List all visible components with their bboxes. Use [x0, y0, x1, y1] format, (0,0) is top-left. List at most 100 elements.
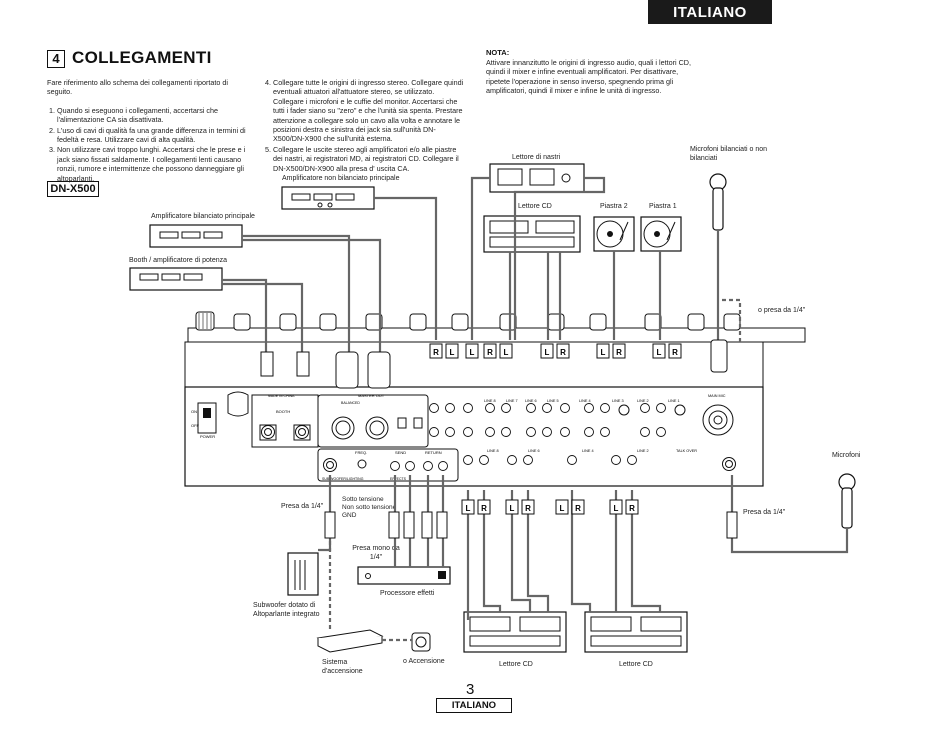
marker-r-4: R [616, 348, 622, 357]
instruction-1: Quando si eseguono i collegamenti, accer… [57, 106, 249, 125]
panel-line7: LINE 7 [506, 399, 518, 403]
intro-text: Fare riferimento allo schema dei collega… [47, 78, 249, 184]
marker-r-3: R [560, 348, 566, 357]
panel-sub: SUB WOOFER/LIGHTING [322, 477, 364, 481]
label-cd-bottom-right: Lettore CD [619, 661, 653, 668]
panel-line6-bottom: LINE 6 [528, 449, 540, 453]
marker-l-7: L [466, 504, 471, 513]
panel-booth: BOOTH [276, 409, 290, 414]
marker-l-2: L [470, 348, 475, 357]
label-unbalanced-amp: Amplificatore non bilanciato principale [282, 175, 400, 182]
label-cd-top: Lettore CD [518, 203, 552, 210]
label-gnd: GND [342, 512, 357, 519]
label-jack-left: Presa da 1/4" [281, 503, 324, 510]
section-title: COLLEGAMENTI [72, 48, 212, 67]
panel-return: RETURN [425, 450, 442, 455]
panel-line1: LINE 1 [668, 399, 680, 403]
label-booth-amp: Booth / amplificatore di potenza [129, 257, 228, 264]
panel-line6-top: LINE 6 [525, 399, 537, 403]
cd-player-bottom-left [463, 611, 567, 653]
microphone-right [838, 473, 856, 529]
marker-l-10: L [614, 504, 619, 513]
panel-made-in: MADE IN CHINA [268, 394, 295, 398]
marker-r-1: R [433, 348, 439, 357]
panel-line3: LINE 3 [612, 399, 624, 403]
label-or-jack: o presa da 1/4" [758, 307, 806, 314]
microphone-top [709, 173, 727, 231]
marker-r-2: R [487, 348, 493, 357]
rl-markers: R L L R L L R L R L R L R L R L R L R [433, 348, 678, 513]
cd-player-bottom-right [584, 611, 688, 653]
ignition-lamp [411, 632, 431, 652]
turntable-deck2 [593, 216, 635, 252]
section-number: 4 [47, 50, 65, 68]
marker-l-8: L [510, 504, 515, 513]
marker-r-8: R [575, 504, 581, 513]
panel-master-out: MASTER OUT [358, 393, 385, 398]
marker-l-1: L [450, 348, 455, 357]
panel-on: ON [191, 409, 197, 414]
label-mics-top: Microfoni bilanciati o non bilanciati [690, 146, 768, 162]
turntable-deck1 [640, 216, 682, 252]
marker-l-6: L [657, 348, 662, 357]
label-power-on: Sotto tensione [342, 496, 384, 503]
instruction-2: L'uso di cavi di qualità fa una grande d… [57, 126, 249, 145]
panel-balanced: BALANCED [341, 401, 360, 405]
label-subwoofer: Subwoofer dotato di Altoparlante integra… [253, 602, 320, 618]
balanced-amp [149, 224, 243, 248]
panel-freq: FREQ. [355, 450, 367, 455]
panel-line2-top: LINE 2 [637, 399, 649, 403]
panel-line8-top: LINE 8 [484, 399, 496, 403]
rca-plugs [260, 339, 738, 539]
marker-r-5: R [672, 348, 678, 357]
marker-l-5: L [601, 348, 606, 357]
instruction-5: Collegare le uscite stereo agli amplific… [273, 145, 465, 173]
label-or-ignition: o Accensione [403, 658, 445, 665]
panel-main-mic: MAIN MIC [708, 394, 726, 398]
nota-text: Attivare innanzitutto le origini di ingr… [486, 58, 691, 96]
panel-power: POWER [200, 434, 215, 439]
panel-send: SEND [395, 450, 406, 455]
panel-line4-top: LINE 4 [579, 399, 591, 403]
panel-line5: LINE 5 [547, 399, 559, 403]
label-mic-right: Microfoni [832, 452, 861, 459]
label-balanced-amp: Amplificatore bilanciato principale [151, 213, 255, 220]
instruction-3: Non utilizzare cavi troppo lunghi. Accer… [57, 145, 249, 183]
tape-player [489, 163, 585, 193]
marker-l-3: L [504, 348, 509, 357]
label-jack-right: Presa da 1/4" [743, 509, 786, 516]
marker-r-7: R [525, 504, 531, 513]
marker-r-6: R [481, 504, 487, 513]
label-effects: Processore effetti [380, 590, 435, 597]
unbalanced-amp [281, 186, 375, 210]
mixer-rear-panel: ON OFF POWER BOOTH MADE IN CHINA MASTER … [184, 341, 805, 487]
panel-line8-bottom: LINE 8 [487, 449, 499, 453]
page-number: 3 [466, 681, 475, 698]
label-deck1: Piastra 1 [649, 203, 677, 210]
ignition-system [316, 629, 384, 653]
panel-off: OFF [191, 423, 200, 428]
instructions-right: Collegare tutte le origini di ingresso s… [263, 78, 465, 174]
marker-r-9: R [629, 504, 635, 513]
booth-amp [129, 267, 223, 291]
model-label: DN-X500 [47, 181, 99, 197]
label-tape-player: Lettore di nastri [512, 154, 561, 161]
label-power-off: Non sotto tensione [342, 504, 397, 511]
label-mono-jack: Presa mono da 1/4" [352, 545, 400, 561]
cd-player-top [483, 215, 581, 253]
instruction-4: Collegare tutte le origini di ingresso s… [273, 78, 465, 144]
marker-l-9: L [560, 504, 565, 513]
effects-processor [357, 566, 451, 585]
subwoofer [287, 552, 319, 596]
footer-language: ITALIANO [436, 698, 512, 713]
label-deck2: Piastra 2 [600, 203, 628, 210]
label-ignition-system: Sistema d'accensione [322, 659, 363, 675]
language-tab: ITALIANO [648, 0, 772, 24]
panel-line2-bottom: LINE 2 [637, 449, 649, 453]
marker-l-4: L [545, 348, 550, 357]
label-cd-bottom-left: Lettore CD [499, 661, 533, 668]
panel-talk-over: TALK OVER [676, 449, 697, 453]
nota-title: NOTA: [486, 48, 510, 57]
panel-effects: EFFECTS [390, 477, 407, 481]
